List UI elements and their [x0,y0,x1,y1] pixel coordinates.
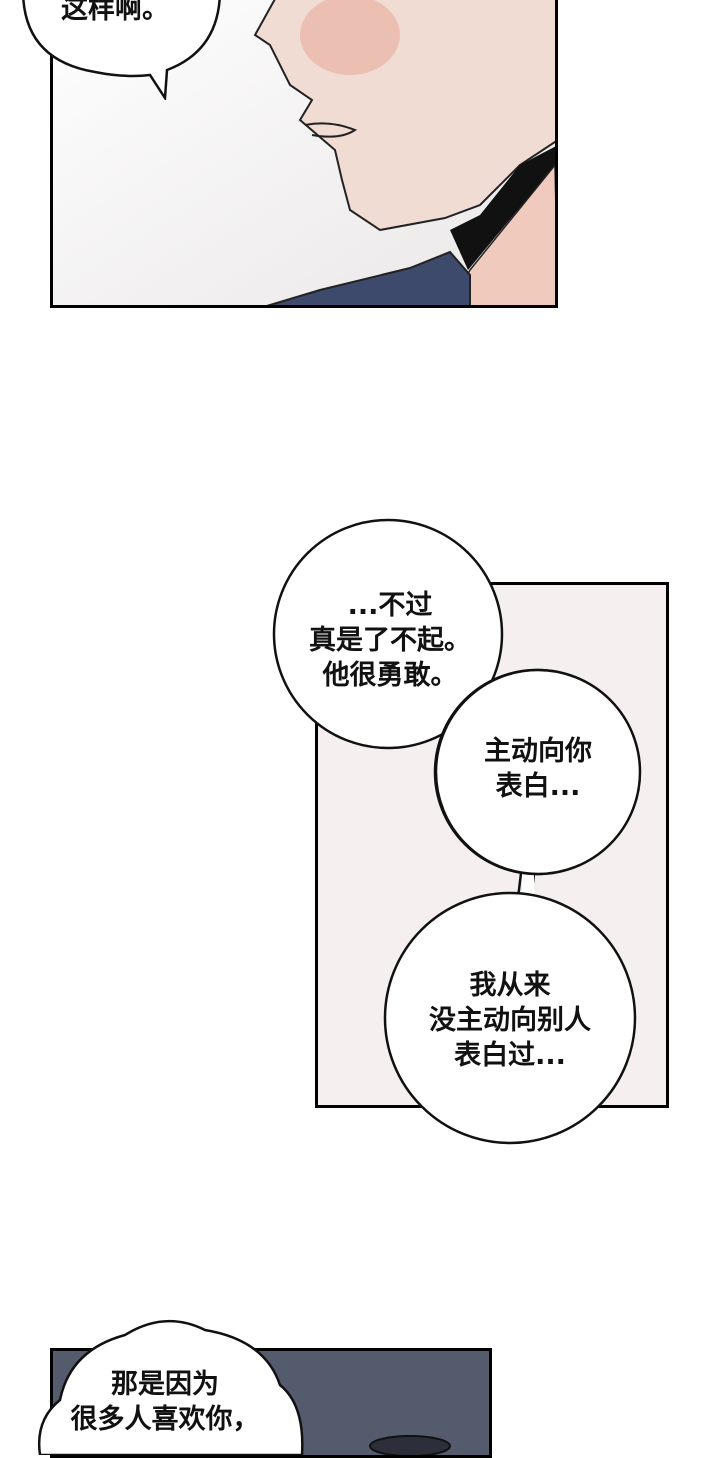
bubble-3-line-1: 那是因为 [111,1369,219,1400]
shirt-collar [266,250,471,305]
bubble-3-text: 那是因为 很多人喜欢你， [50,1367,280,1437]
bubble-2c-line-2: 没主动向别人 [429,1005,591,1036]
bubble-2a-line-2: 真是了不起。 [309,625,471,656]
blush [300,0,400,75]
speech-bubble-1 [22,0,221,100]
bubble-1-line: 这样啊。 [61,0,169,25]
bubble-2a-line-3: 他很勇敢。 [322,660,458,691]
bubble-2b-line-2: 表白... [495,771,581,802]
bubble-2b-line-1: 主动向你 [484,736,592,767]
hair-shadow [450,146,555,270]
speech-bubble-3 [38,1319,304,1455]
bubble-2a-line-1: ...不过 [347,590,433,621]
bubble-2c-text: 我从来 没主动向别人 表白过... [390,968,630,1073]
bubble-2b-text: 主动向你 表白... [440,734,636,804]
bubble-2-overlay [435,668,642,876]
bubble-2c-line-1: 我从来 [469,970,551,1001]
bubble-1-text: 这样啊。 [55,0,175,27]
mouth [304,122,358,138]
bubble-2a-text: ...不过 真是了不起。 他很勇敢。 [290,588,490,693]
bubble-3-line-2: 很多人喜欢你， [70,1404,260,1435]
bubble-2c-line-3: 表白过... [454,1040,566,1071]
